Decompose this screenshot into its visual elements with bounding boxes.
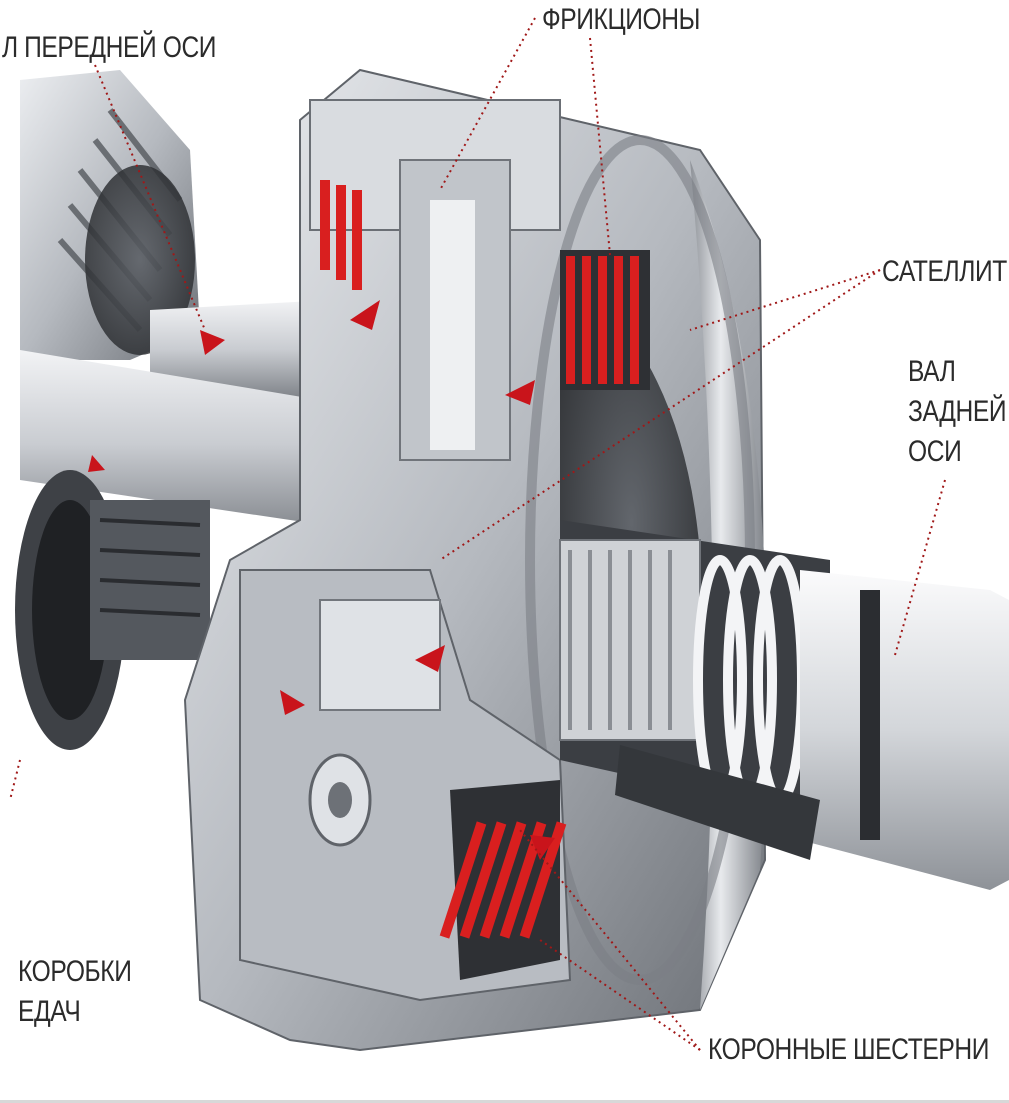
leader-lines [9,17,946,1051]
label-rear-axle-shaft: ВАЛ ЗАДНЕЙ ОСИ [908,352,1007,472]
friction-discs-upper-right [560,250,650,390]
label-line-2: ЗАДНЕЙ [908,395,1007,428]
front-bevel-gear [20,70,200,360]
rear-axle-shaft [559,520,1009,890]
friction-discs-lower [439,780,567,980]
label-ring-gears: КОРОННЫЕ ШЕСТЕРНИ [708,1030,989,1070]
label-line-1: КОРОБКИ [18,955,132,988]
label-line-3: ОСИ [908,435,962,468]
gearbox-output-gear [15,470,210,750]
label-line-1: ВАЛ [908,355,956,388]
label-frictions: ФРИКЦИОНЫ [542,0,700,40]
friction-discs-upper-left [320,180,362,290]
label-text: САТЕЛЛИТ [882,255,1007,288]
label-satellites: САТЕЛЛИТ [882,252,1007,292]
label-text: КОРОННЫЕ ШЕСТЕРНИ [708,1033,989,1066]
label-text: ФРИКЦИОНЫ [542,3,700,36]
label-line-2: ЕДАЧ [18,995,81,1028]
label-front-axle-shaft: Л ПЕРЕДНЕЙ ОСИ [2,28,216,68]
label-gearbox-shaft: КОРОБКИ ЕДАЧ [18,952,132,1032]
bottom-border [0,1100,1009,1103]
label-text: Л ПЕРЕДНЕЙ ОСИ [2,31,217,64]
